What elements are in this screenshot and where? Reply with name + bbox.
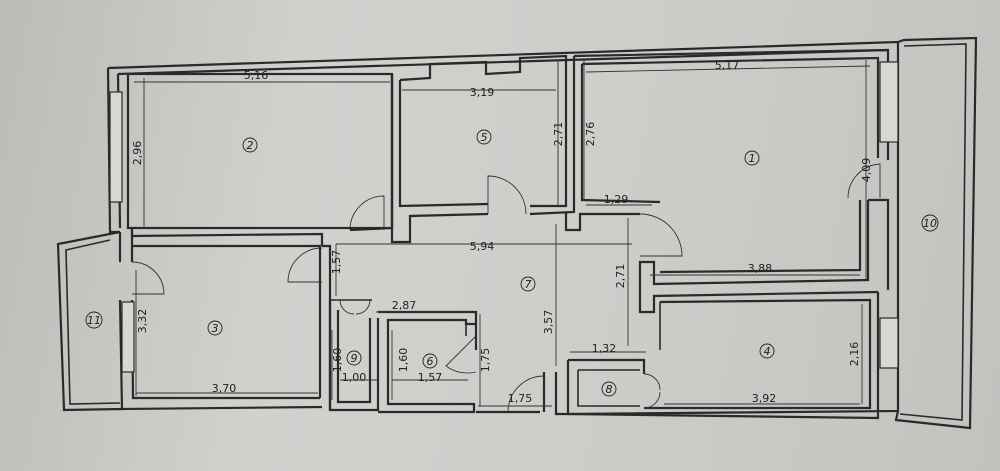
dim-1-00: 1,00: [342, 371, 367, 384]
room-5-walls: [390, 54, 576, 244]
room-2-number: 2: [247, 139, 254, 152]
room-6-number: 6: [427, 355, 434, 368]
balcony-11: [56, 230, 123, 412]
room-9-walls: [328, 299, 380, 412]
room-4-number: 4: [764, 345, 771, 358]
dimension-labels: 5,16 2,96 3,19 2,71 2,76 5,17 4,09 1,29 …: [131, 59, 873, 405]
dim-3-32: 3,32: [136, 309, 149, 334]
dim-1-57-corridor: 1,57: [330, 250, 343, 275]
windows: [109, 61, 899, 373]
dim-1-75-room6: 1,75: [479, 348, 492, 373]
room-3-number: 3: [212, 322, 219, 335]
dim-3-92: 3,92: [752, 392, 777, 405]
dim-1-60-room6: 1,60: [397, 348, 410, 373]
room-8-walls: [566, 358, 646, 414]
dim-3-57: 3,57: [542, 310, 555, 335]
dim-2-71-corridor: 2,71: [614, 264, 627, 289]
room-7-number: 7: [525, 278, 532, 291]
room-10-number: 10: [923, 217, 937, 230]
dim-3-19: 3,19: [470, 86, 495, 99]
dim-1-57-room6: 1,57: [418, 371, 443, 384]
room-numbers: 2 5 1 10 11 3 7 4 9 6 8: [87, 131, 937, 396]
dim-2-16: 2,16: [848, 342, 861, 367]
dim-1-75-corridor: 1,75: [508, 392, 533, 405]
dim-5-16: 5,16: [244, 69, 269, 82]
doors: [131, 163, 881, 413]
dim-5-17: 5,17: [715, 59, 740, 72]
room-6-walls: [378, 310, 478, 414]
dimension-lines: [134, 60, 871, 407]
dim-1-60-room9: 1,60: [331, 348, 344, 373]
room-number-circles: [85, 129, 939, 397]
room-4-walls: [567, 292, 880, 420]
room-11-number: 11: [87, 314, 101, 327]
room-1-walls: [564, 48, 890, 314]
room-2-walls: [126, 72, 394, 246]
dim-2-87: 2,87: [392, 299, 417, 312]
dim-3-88: 3,88: [748, 262, 773, 275]
room-1-number: 1: [749, 152, 756, 165]
dim-3-70: 3,70: [212, 382, 237, 395]
dim-4-09: 4,09: [860, 158, 873, 183]
room-5-number: 5: [481, 131, 488, 144]
dim-2-76: 2,76: [584, 122, 597, 147]
dim-1-29: 1,29: [604, 193, 629, 206]
room-8-number: 8: [606, 383, 613, 396]
balcony-10: [894, 36, 978, 430]
dim-1-32: 1,32: [592, 342, 617, 355]
dim-5-94: 5,94: [470, 240, 495, 253]
dim-2-96: 2,96: [131, 141, 144, 166]
dim-2-71-room5: 2,71: [552, 122, 565, 147]
room-9-number: 9: [351, 352, 358, 365]
